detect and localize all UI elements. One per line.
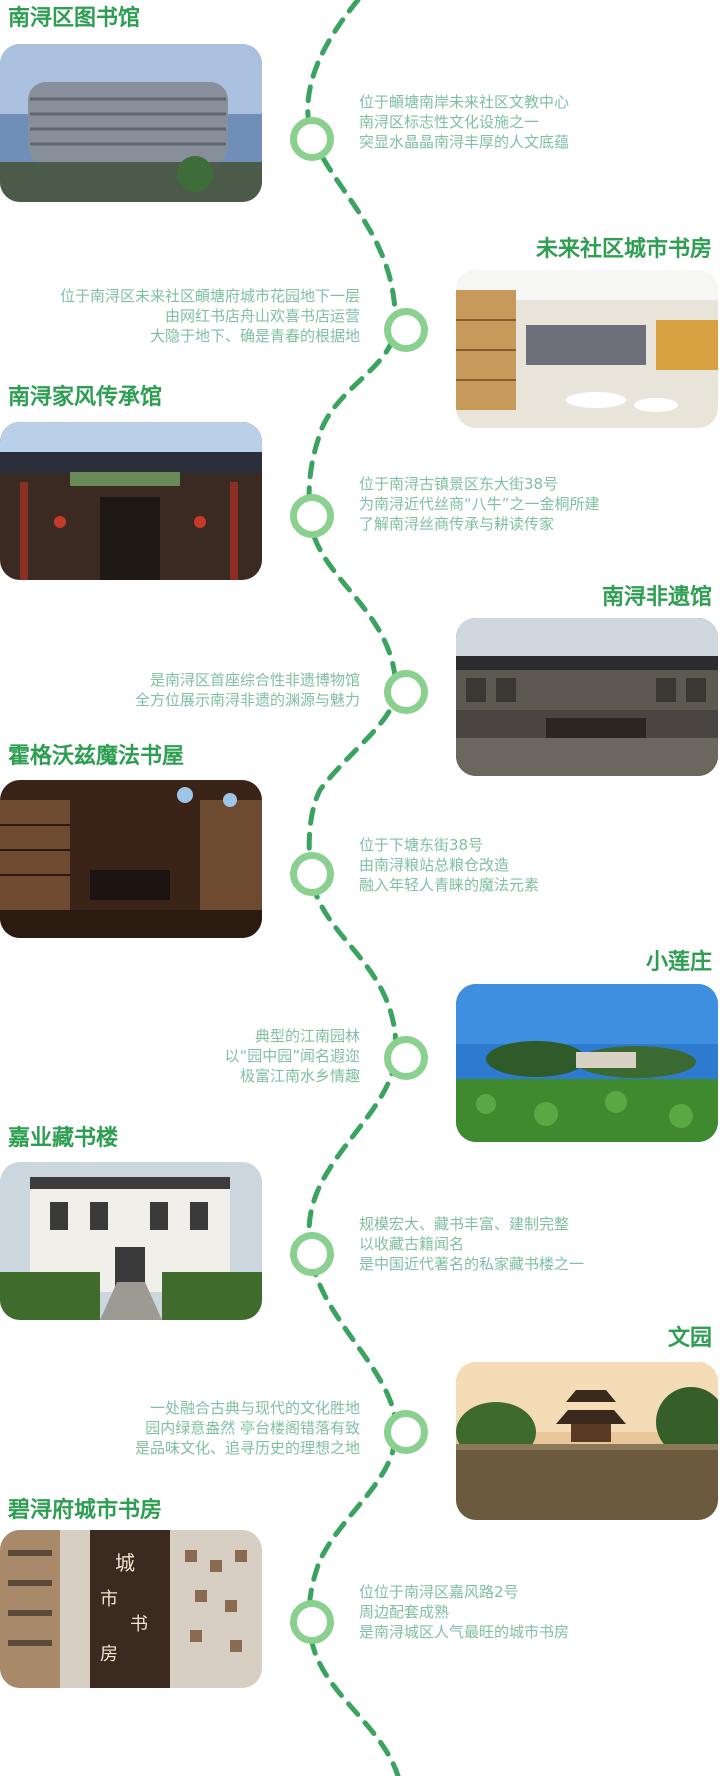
timeline-node xyxy=(290,117,334,161)
sign-char: 房 xyxy=(100,1644,118,1665)
sign-char: 市 xyxy=(100,1589,118,1610)
timeline-node xyxy=(290,852,334,896)
section-title-hogwarts-magic-bookstore: 霍格沃兹魔法书屋 xyxy=(8,744,185,769)
section-description: 一处融合古典与现代的文化胜地 园内绿意盎然 亭台楼阁错落有致 是品味文化、追寻历… xyxy=(134,1399,360,1457)
timeline-node xyxy=(384,670,428,714)
section-title-family-tradition-hall: 南浔家风传承馆 xyxy=(8,385,163,410)
bookstore-interior-photo xyxy=(456,270,718,428)
timeline-node xyxy=(384,1036,428,1080)
traditional-hall-photo xyxy=(0,422,262,580)
section-description: 位于頔塘南岸未来社区文教中心 南浔区标志性文化设施之一 突显水晶晶南浔丰厚的人文… xyxy=(359,93,570,151)
section-description: 典型的江南园林 以“园中园”闻名遐迩 极富江南水乡情趣 xyxy=(224,1027,360,1085)
timeline-node xyxy=(290,1232,334,1276)
section-title-wen-garden: 文园 xyxy=(667,1326,712,1351)
city-study-room-photo: 城 市 书 房 xyxy=(0,1530,262,1688)
section-description: 是南浔区首座综合性非遗博物馆 全方位展示南浔非遗的渊源与魅力 xyxy=(134,671,360,709)
section-title-future-community-bookroom: 未来社区城市书房 xyxy=(535,237,712,262)
section-description: 规模宏大、藏书丰富、建制完整 以收藏古籍闻名 是中国近代著名的私家藏书楼之一 xyxy=(359,1215,585,1273)
section-description: 位于南浔区未来社区頔塘府城市花园地下一层 由网红书店舟山欢喜书店运营 大隐于地下… xyxy=(59,287,360,345)
library-mansion-photo xyxy=(0,1162,262,1320)
pavilion-lake-photo xyxy=(456,1362,718,1520)
timeline-node xyxy=(384,1410,428,1454)
timeline-node xyxy=(290,1600,334,1644)
heritage-museum-photo xyxy=(456,618,718,776)
timeline-node xyxy=(290,494,334,538)
section-title-bixun-city-bookroom: 碧浔府城市书房 xyxy=(8,1498,163,1523)
section-description: 位位于南浔区嘉风路2号 周边配套成熟 是南浔城区人气最旺的城市书房 xyxy=(359,1583,570,1641)
lotus-garden-photo xyxy=(456,984,718,1142)
section-title-intangible-heritage-museum: 南浔非遗馆 xyxy=(601,585,712,610)
section-description: 位于南浔古镇景区东大街38号 为南浔近代丝商“八牛”之一金桐所建 了解南浔丝商传… xyxy=(359,475,600,533)
sign-char: 城 xyxy=(115,1551,135,1575)
library-building-photo xyxy=(0,44,262,202)
section-title-jiaye-library: 嘉业藏书楼 xyxy=(8,1126,119,1151)
section-title-little-lotus-villa: 小莲庄 xyxy=(645,950,712,975)
section-title-nanxun-library: 南浔区图书馆 xyxy=(8,6,141,31)
section-description: 位于下塘东街38号 由南浔粮站总粮仓改造 融入年轻人青睐的魔法元素 xyxy=(359,836,540,894)
timeline-node xyxy=(384,308,428,352)
magic-bookstore-photo xyxy=(0,780,262,938)
sign-char: 书 xyxy=(130,1614,148,1635)
